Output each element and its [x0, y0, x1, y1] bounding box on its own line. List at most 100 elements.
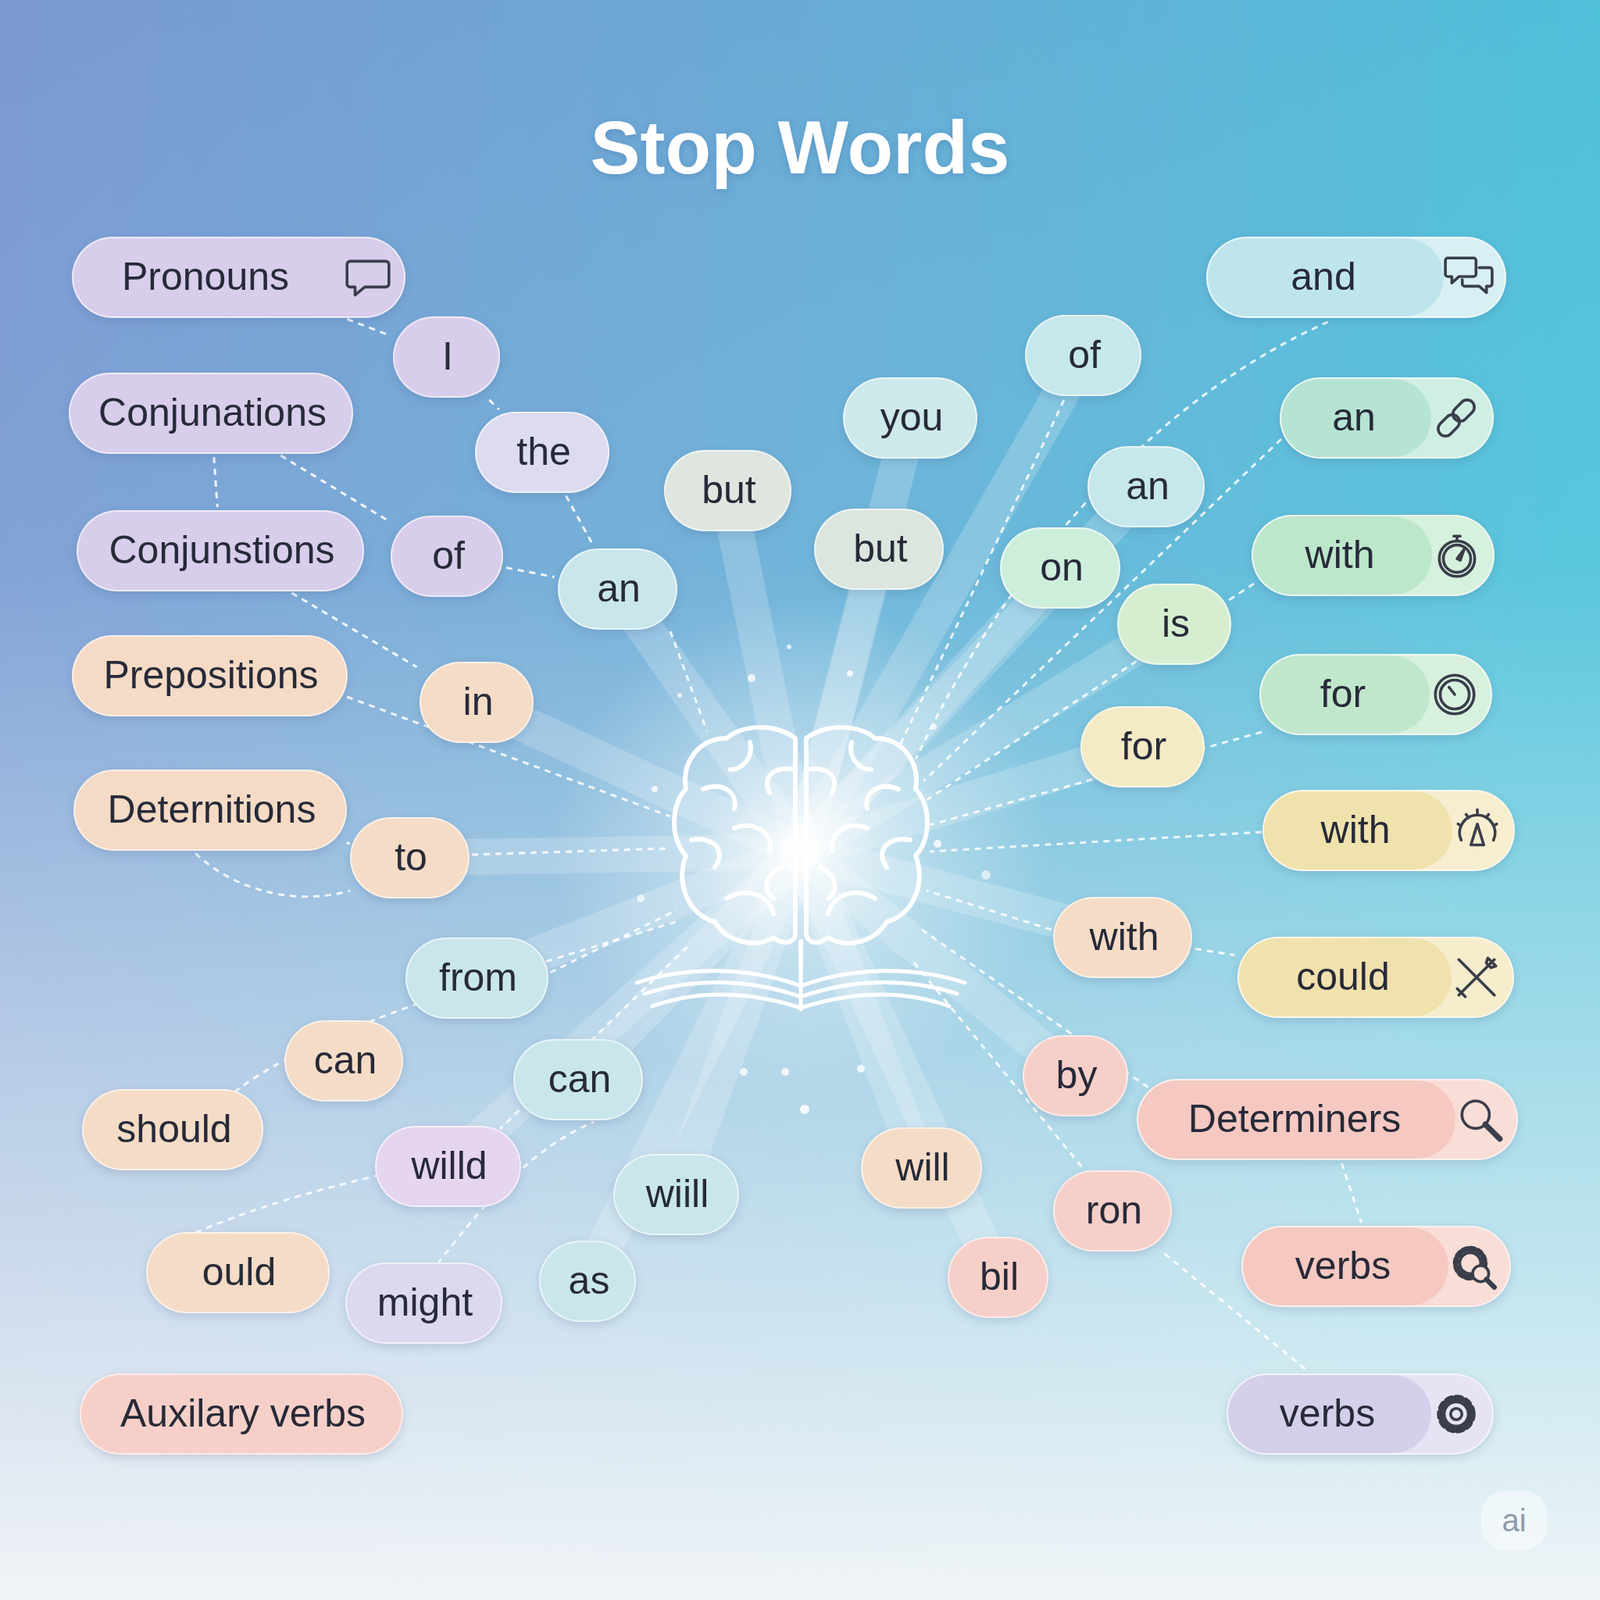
icon-part: [1457, 549, 1465, 561]
brain-fold: [866, 786, 899, 809]
pill-text-group: but: [701, 467, 757, 514]
pill-text-group: is: [1161, 601, 1190, 647]
word-pill: you: [842, 377, 978, 459]
icon-pill: with: [1262, 789, 1515, 872]
dashed-connector: [1195, 949, 1235, 956]
icon-part: [1457, 809, 1497, 826]
icon-part: [1450, 396, 1478, 425]
sparkle: [781, 1067, 790, 1076]
sparkle: [786, 644, 792, 650]
sparkle: [930, 723, 937, 730]
pill-text-group: with: [1321, 807, 1391, 854]
brain-fold: [767, 768, 796, 793]
pill-text-group: bil: [979, 1254, 1019, 1300]
pill-text-group: as: [568, 1258, 611, 1304]
word-text: but: [853, 526, 908, 572]
word-text: is: [1161, 601, 1190, 647]
pill-text-group: the: [516, 429, 572, 475]
word-pill: Prepositions: [71, 635, 348, 717]
word-pill: an: [557, 548, 678, 630]
word-text: of: [1067, 332, 1101, 379]
icon-part: [1439, 540, 1475, 576]
pill-text-group: Deternitions: [107, 787, 317, 833]
pill-text-group: for: [1320, 671, 1366, 718]
brain-left: [674, 727, 796, 943]
word-text: but: [701, 467, 757, 514]
icon-part: [1445, 257, 1476, 283]
word-text: willd: [410, 1143, 487, 1190]
brain-fold: [726, 892, 774, 915]
icon-pill: verbs: [1241, 1225, 1511, 1308]
icon-part: [1449, 687, 1455, 695]
word-pill: I: [392, 316, 500, 398]
sparkle: [857, 1064, 865, 1073]
icon-part: [1485, 1124, 1500, 1140]
dashed-connector: [565, 496, 593, 547]
pill-text-group: an: [596, 566, 641, 612]
word-text: wiill: [646, 1171, 710, 1218]
word-pill: from: [405, 937, 549, 1019]
watermark-badge: [1481, 1490, 1547, 1550]
icon-part: [1457, 988, 1465, 997]
word-pill: ould: [146, 1232, 330, 1314]
pill-text-group: verbs: [1295, 1243, 1391, 1290]
word-text: with: [1305, 532, 1375, 579]
pill-text-group: an: [1332, 395, 1376, 441]
book-spine: [799, 968, 804, 1010]
word-pill: on: [1000, 527, 1121, 609]
pill-text-group: I: [442, 334, 454, 380]
brain-fold: [730, 742, 751, 770]
word-pill: will: [860, 1127, 983, 1209]
diagram-title: Stop Words: [0, 104, 1600, 191]
word-pill: is: [1117, 583, 1232, 665]
brain-fold: [850, 742, 872, 770]
icon-part: [1435, 396, 1478, 440]
icon-part: [1470, 824, 1484, 846]
dashed-connector: [346, 318, 390, 336]
word-text: of: [432, 533, 465, 579]
sparkle: [846, 670, 854, 677]
icon-part: [1435, 675, 1475, 715]
pill-icon: [1442, 251, 1495, 304]
word-text: can: [314, 1038, 378, 1084]
icon-pill: for: [1259, 653, 1493, 736]
pill-text-group: could: [1296, 954, 1390, 1000]
pill-icon: [1447, 1240, 1500, 1293]
pill-text-group: Auxilary verbs: [120, 1391, 366, 1437]
icon-pill: Pronouns: [71, 236, 406, 318]
dashed-connector: [214, 457, 218, 508]
icon-pill: verbs: [1226, 1373, 1494, 1455]
pill-text-group: with: [1305, 532, 1375, 579]
brain-icon: [674, 727, 928, 969]
icon-pill: with: [1251, 514, 1495, 597]
pill-text-group: Prepositions: [103, 653, 318, 699]
icon-part: [1485, 957, 1496, 968]
book-page: [652, 994, 801, 1008]
pill-text-group: Conjunstions: [108, 528, 335, 574]
brain-right: [806, 727, 928, 943]
icon-part: [1444, 1402, 1469, 1427]
icon-part: [1439, 679, 1469, 709]
pill-icon: [1450, 951, 1503, 1004]
word-text: from: [439, 955, 518, 1001]
word-text: verbs: [1295, 1243, 1391, 1290]
word-text: for: [1121, 724, 1167, 770]
word-pill: with: [1053, 896, 1193, 979]
pill-text-group: on: [1039, 545, 1084, 591]
pill-text-group: in: [463, 679, 494, 725]
icon-part: [1439, 1397, 1472, 1430]
sparkle: [739, 1067, 748, 1076]
word-pill: ron: [1053, 1170, 1172, 1252]
pill-text-group: for: [1121, 724, 1167, 770]
brain-fold: [831, 825, 868, 852]
word-text: for: [1320, 671, 1366, 718]
icon-pill: could: [1237, 936, 1515, 1018]
pill-text-group: Pronouns: [121, 254, 290, 300]
pill-text-group: can: [314, 1038, 378, 1084]
word-text: on: [1039, 545, 1084, 591]
word-pill: Conjunations: [68, 372, 354, 454]
brain-fold: [820, 867, 836, 899]
watermark: ai: [1501, 1503, 1526, 1538]
pill-icon: [1428, 668, 1481, 721]
